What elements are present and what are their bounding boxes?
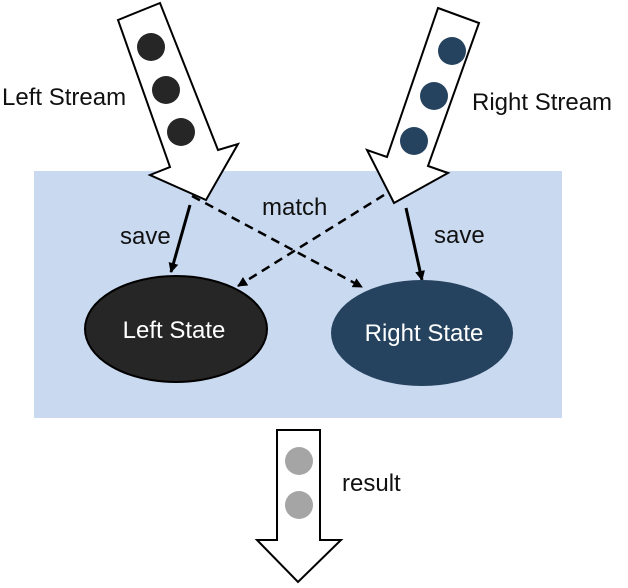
left-stream-arrow <box>116 1 241 202</box>
result-dot <box>285 447 313 475</box>
result-label: result <box>342 470 401 497</box>
right-stream-arrow <box>364 6 481 205</box>
left-stream-label: Left Stream <box>2 84 126 111</box>
right-state-node <box>331 280 513 386</box>
match-arrow-left-to-right <box>191 194 363 289</box>
match-label: match <box>262 194 327 221</box>
right-stream-label: Right Stream <box>472 89 612 116</box>
right-state-label: Right State <box>365 320 484 347</box>
left-stream-dot <box>167 118 195 146</box>
save-left-label: save <box>120 223 171 250</box>
left-state-label: Left State <box>123 317 226 344</box>
save-right-arrow <box>404 207 425 281</box>
left-stream-dot <box>137 33 165 61</box>
result-dot <box>285 491 313 519</box>
left-stream-dot <box>152 76 180 104</box>
save-right-label: save <box>434 222 485 249</box>
match-arrow-right-to-left <box>237 193 385 288</box>
result-arrow <box>254 429 344 584</box>
save-left-arrow <box>168 204 192 273</box>
right-stream-dot <box>438 37 466 65</box>
right-stream-dot <box>400 127 428 155</box>
right-stream-dot <box>420 82 448 110</box>
left-state-node <box>84 275 268 383</box>
